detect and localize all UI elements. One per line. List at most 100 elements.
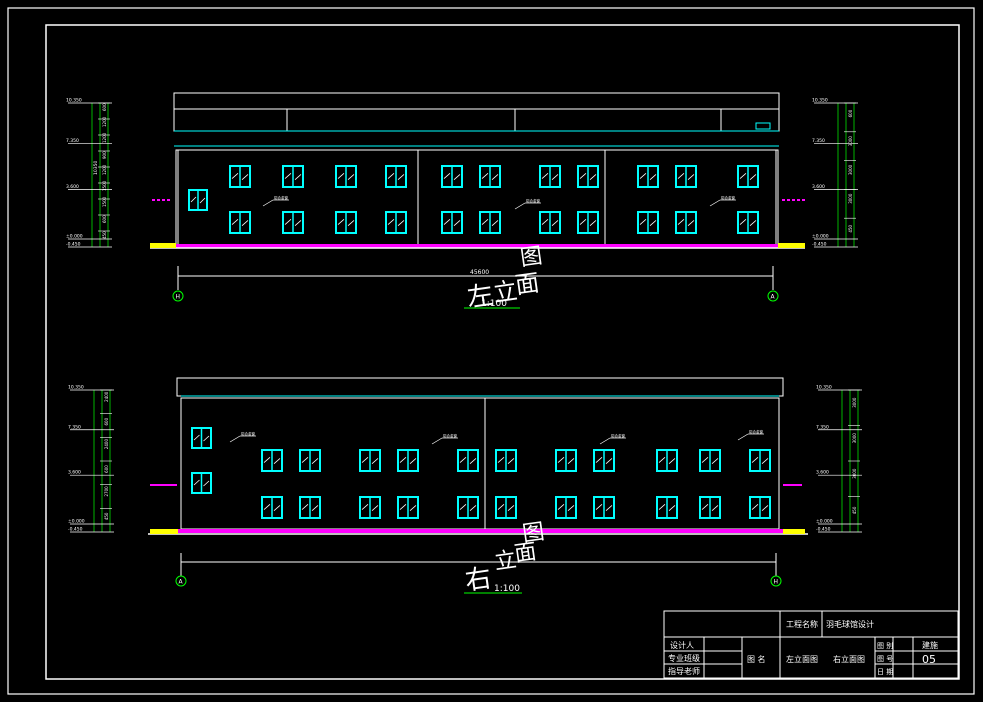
- window: [495, 496, 517, 519]
- svg-text:1200: 1200: [102, 132, 107, 143]
- bottom-title-char-1: 右: [463, 563, 493, 596]
- svg-text:3000: 3000: [848, 136, 853, 147]
- top-title-char-4: 图: [519, 244, 544, 272]
- svg-text:2400: 2400: [104, 439, 109, 450]
- window: [299, 449, 321, 472]
- svg-text:600: 600: [848, 109, 853, 117]
- class-label: 专业班级: [668, 653, 700, 663]
- window: [191, 472, 212, 494]
- window: [699, 449, 721, 472]
- svg-text:1200: 1200: [102, 164, 107, 175]
- svg-text:±0.000: ±0.000: [812, 234, 829, 240]
- drawing-number-value: 05: [922, 653, 936, 666]
- top-axis-left-label: H: [176, 294, 181, 301]
- svg-text:3.600: 3.600: [812, 184, 825, 190]
- window-tag: 铝合金窗: [514, 198, 541, 210]
- window: [457, 449, 479, 472]
- project-name-value: 羽毛球馆设计: [826, 619, 874, 629]
- top-axis-right-label: A: [771, 294, 776, 301]
- svg-text:铝合金窗: 铝合金窗: [241, 431, 255, 436]
- window: [479, 165, 501, 188]
- svg-text:450: 450: [852, 506, 857, 514]
- window-tag: 铝合金窗: [431, 433, 458, 445]
- svg-text:7.350: 7.350: [812, 138, 825, 144]
- svg-text:-0.450: -0.450: [66, 242, 81, 248]
- svg-text:2400: 2400: [104, 391, 109, 402]
- window: [385, 211, 407, 234]
- svg-text:600: 600: [104, 417, 109, 425]
- drawing-name-label: 图 名: [747, 654, 766, 664]
- right-elevation-drawing: 铝合金窗铝合金窗铝合金窗铝合金窗 10.3507.3503.600±0.000-…: [68, 377, 862, 587]
- drawing-type-value: 建施: [922, 640, 938, 650]
- window: [229, 211, 251, 234]
- window-tag: 铝合金窗: [737, 429, 764, 441]
- svg-text:3000: 3000: [852, 468, 857, 479]
- window: [539, 211, 561, 234]
- window: [637, 211, 659, 234]
- window: [335, 211, 357, 234]
- window: [397, 496, 419, 519]
- svg-text:600: 600: [104, 465, 109, 473]
- svg-text:±0.000: ±0.000: [66, 234, 83, 240]
- svg-text:600: 600: [102, 215, 107, 223]
- window: [479, 211, 501, 234]
- drawing-number-label: 图 号: [877, 655, 893, 663]
- title-block: [663, 610, 959, 679]
- window: [656, 496, 678, 519]
- window: [656, 449, 678, 472]
- top-overall-dimension: 45600: [470, 269, 489, 276]
- top-title-char-2: 立: [491, 276, 519, 307]
- window: [737, 211, 759, 234]
- window: [593, 449, 615, 472]
- outer-frame: [7, 7, 975, 695]
- svg-text:3000: 3000: [852, 433, 857, 444]
- drawing-name-2: 右立面图: [833, 654, 865, 664]
- window: [441, 165, 463, 188]
- svg-text:450: 450: [102, 231, 107, 239]
- window: [457, 496, 479, 519]
- window: [282, 211, 304, 234]
- window: [539, 165, 561, 188]
- inner-frame: [45, 24, 960, 680]
- window: [261, 496, 283, 519]
- svg-text:3.600: 3.600: [816, 470, 829, 476]
- window: [577, 165, 599, 188]
- window-tag: 铝合金窗: [599, 433, 626, 445]
- svg-text:10350: 10350: [93, 161, 99, 175]
- bottom-axis-right-label: H: [774, 579, 779, 586]
- window: [282, 165, 304, 188]
- designer-label: 设计人: [670, 640, 694, 650]
- svg-text:铝合金窗: 铝合金窗: [611, 433, 625, 438]
- svg-text:10.350: 10.350: [812, 98, 828, 104]
- window: [441, 211, 463, 234]
- window: [359, 449, 381, 472]
- window: [555, 496, 577, 519]
- svg-text:铝合金窗: 铝合金窗: [749, 429, 763, 434]
- window: [749, 449, 771, 472]
- advisor-label: 指导老师: [668, 666, 700, 676]
- svg-text:450: 450: [104, 512, 109, 520]
- svg-text:铝合金窗: 铝合金窗: [526, 198, 540, 203]
- svg-text:10.350: 10.350: [66, 98, 82, 104]
- svg-text:±0.000: ±0.000: [816, 519, 833, 525]
- window-tag: 铝合金窗: [262, 195, 289, 207]
- window: [699, 496, 721, 519]
- svg-text:7.350: 7.350: [816, 424, 829, 430]
- window: [737, 165, 759, 188]
- svg-text:3000: 3000: [848, 164, 853, 175]
- top-title-char-3: 面: [513, 268, 541, 299]
- window: [191, 427, 212, 449]
- window: [749, 496, 771, 519]
- svg-text:10.350: 10.350: [68, 385, 84, 391]
- svg-text:铝合金窗: 铝合金窗: [721, 195, 735, 200]
- svg-text:-0.450: -0.450: [68, 527, 83, 533]
- svg-text:3.600: 3.600: [68, 470, 81, 476]
- svg-text:3.600: 3.600: [66, 184, 79, 190]
- svg-text:±0.000: ±0.000: [68, 519, 85, 525]
- date-label: 日 期: [877, 668, 893, 676]
- bottom-title-char-2: 立: [493, 548, 518, 576]
- drawing-type-label: 图 别: [877, 641, 893, 650]
- top-scale: 1:100: [481, 299, 507, 309]
- window: [495, 449, 517, 472]
